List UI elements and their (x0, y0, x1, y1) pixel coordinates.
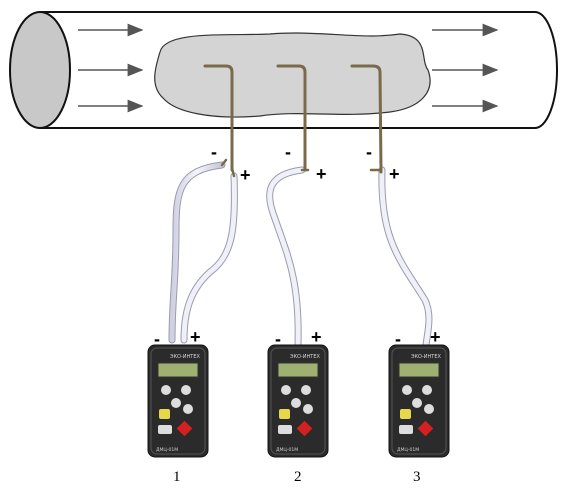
gauge-display (398, 362, 440, 378)
gauge-1: ЭКО-ИНТЕХ ДМЦ-01М (147, 344, 209, 458)
gauge-key (402, 385, 412, 395)
gauge-display (277, 362, 319, 378)
gauge-key (291, 398, 301, 408)
gauge-3-plus-label: + (430, 327, 441, 347)
gauge-2-plus-label: + (311, 327, 322, 347)
gauge-3: ЭКО-ИНТЕХ ДМЦ-01М (388, 344, 450, 458)
gauge-key-yellow (400, 409, 411, 419)
pipe (9, 11, 558, 129)
gauge-key (303, 404, 313, 414)
gauge-key (412, 398, 422, 408)
flow-zone (154, 32, 431, 118)
gauge-key (183, 404, 193, 414)
gauge-3-number: 3 (413, 469, 421, 485)
tube-gauge-3 (378, 166, 433, 349)
gauge-key (424, 404, 434, 414)
gauge-key (399, 425, 413, 434)
gauge-1-number: 1 (173, 469, 181, 485)
probe-1-minus-label: - (211, 142, 217, 162)
probe-2-minus-label: - (285, 142, 291, 162)
gauge-key (281, 385, 291, 395)
gauge-numbers: 1 2 3 (173, 469, 421, 485)
gauge-key (278, 425, 292, 434)
gauge-3-minus-label: - (395, 329, 401, 349)
gauge-brand: ЭКО-ИНТЕХ (411, 354, 441, 360)
gauge-model: ДМЦ-01М (397, 447, 419, 453)
gauge-model: ДМЦ-01М (156, 447, 178, 453)
tube-gauge-1-plus (180, 172, 238, 344)
flow-arrows (78, 23, 499, 113)
gauge-1-minus-label: - (154, 329, 160, 349)
gauge-key (158, 425, 172, 434)
probe-2 (276, 64, 307, 172)
probe-3 (350, 64, 383, 174)
gauge-polarity-labels: - + - + - + (154, 327, 441, 349)
probe-3-minus-label: - (366, 142, 372, 162)
gauge-1-plus-label: + (190, 327, 201, 347)
probe-1-plus-label: + (240, 165, 251, 185)
gauge-2-number: 2 (294, 469, 302, 485)
probe-2-plus-label: + (316, 164, 327, 184)
gauge-key (171, 398, 181, 408)
gauge-key (422, 385, 432, 395)
gauge-key-yellow (159, 409, 170, 419)
probe-1 (203, 64, 234, 172)
gauge-key (161, 385, 171, 395)
probe-3-plus-label: + (389, 164, 400, 184)
pipe-inlet-end (9, 11, 71, 129)
tubes (168, 161, 433, 349)
gauge-key-yellow (279, 409, 290, 419)
gauge-key (181, 385, 191, 395)
gauge-brand: ЭКО-ИНТЕХ (290, 354, 320, 360)
gauge-display (157, 362, 199, 378)
probes (203, 64, 383, 178)
probe-polarity-labels: - + - + - + (211, 142, 400, 185)
gauge-model: ДМЦ-01М (276, 447, 298, 453)
gauge-key (301, 385, 311, 395)
gauge-2: ЭКО-ИНТЕХ ДМЦ-01М (267, 344, 329, 458)
gauge-2-minus-label: - (275, 329, 281, 349)
gauge-brand: ЭКО-ИНТЕХ (170, 354, 200, 360)
